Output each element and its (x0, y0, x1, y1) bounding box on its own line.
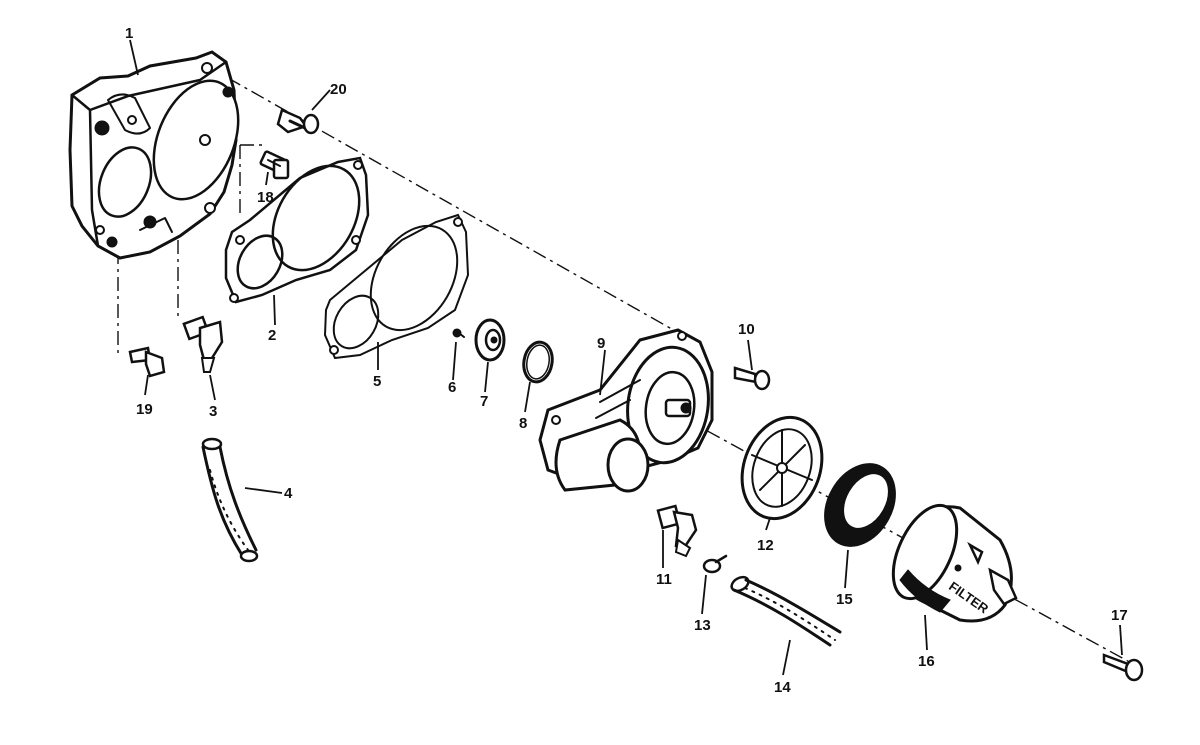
callout-7: 7 (480, 393, 488, 410)
part-15-gasket (824, 463, 896, 547)
leader-lines (129, 39, 1123, 676)
part-9-pump-housing (538, 328, 714, 493)
part-7-valve (474, 318, 506, 362)
callout-2: 2 (268, 327, 276, 344)
callout-1: 1 (125, 25, 133, 42)
callout-10: 10 (738, 321, 755, 338)
callout-4: 4 (284, 485, 293, 502)
callout-11: 11 (656, 571, 672, 588)
part-12-filter-screen (740, 415, 824, 521)
part-3-elbow-fitting (182, 315, 224, 373)
callout-20: 20 (330, 81, 347, 98)
part-10-screw (733, 366, 771, 391)
callout-19: 19 (136, 401, 153, 418)
callout-12: 12 (757, 537, 774, 554)
callout-9: 9 (597, 335, 605, 352)
part-20-screw (276, 108, 320, 135)
callout-5: 5 (373, 373, 381, 390)
callout-labels: 1 2 3 4 5 6 7 8 9 10 11 12 13 14 15 16 1… (125, 25, 1128, 696)
part-18-bolt (259, 150, 290, 180)
callout-14: 14 (774, 679, 791, 696)
part-6-small-screw (452, 328, 465, 338)
callout-17: 17 (1111, 607, 1128, 624)
part-17-screw (1102, 653, 1144, 682)
callout-3: 3 (209, 403, 217, 420)
callout-16: 16 (918, 653, 935, 670)
part-11-fitting (656, 504, 698, 558)
part-13-clip (702, 554, 728, 574)
part-8-retaining-ring (522, 340, 554, 384)
callout-8: 8 (519, 415, 527, 432)
callout-15: 15 (836, 591, 853, 608)
callout-6: 6 (448, 379, 456, 396)
part-2-gasket (224, 156, 370, 304)
part-19-bolt (128, 346, 166, 378)
part-1-pump-body (68, 50, 240, 260)
callout-13: 13 (694, 617, 711, 634)
callout-18: 18 (257, 189, 274, 206)
part-14-hose (730, 575, 842, 647)
part-5-gasket (323, 213, 470, 360)
part-4-hose (201, 437, 259, 563)
part-16-filter-bowl: FILTER (891, 503, 1018, 623)
